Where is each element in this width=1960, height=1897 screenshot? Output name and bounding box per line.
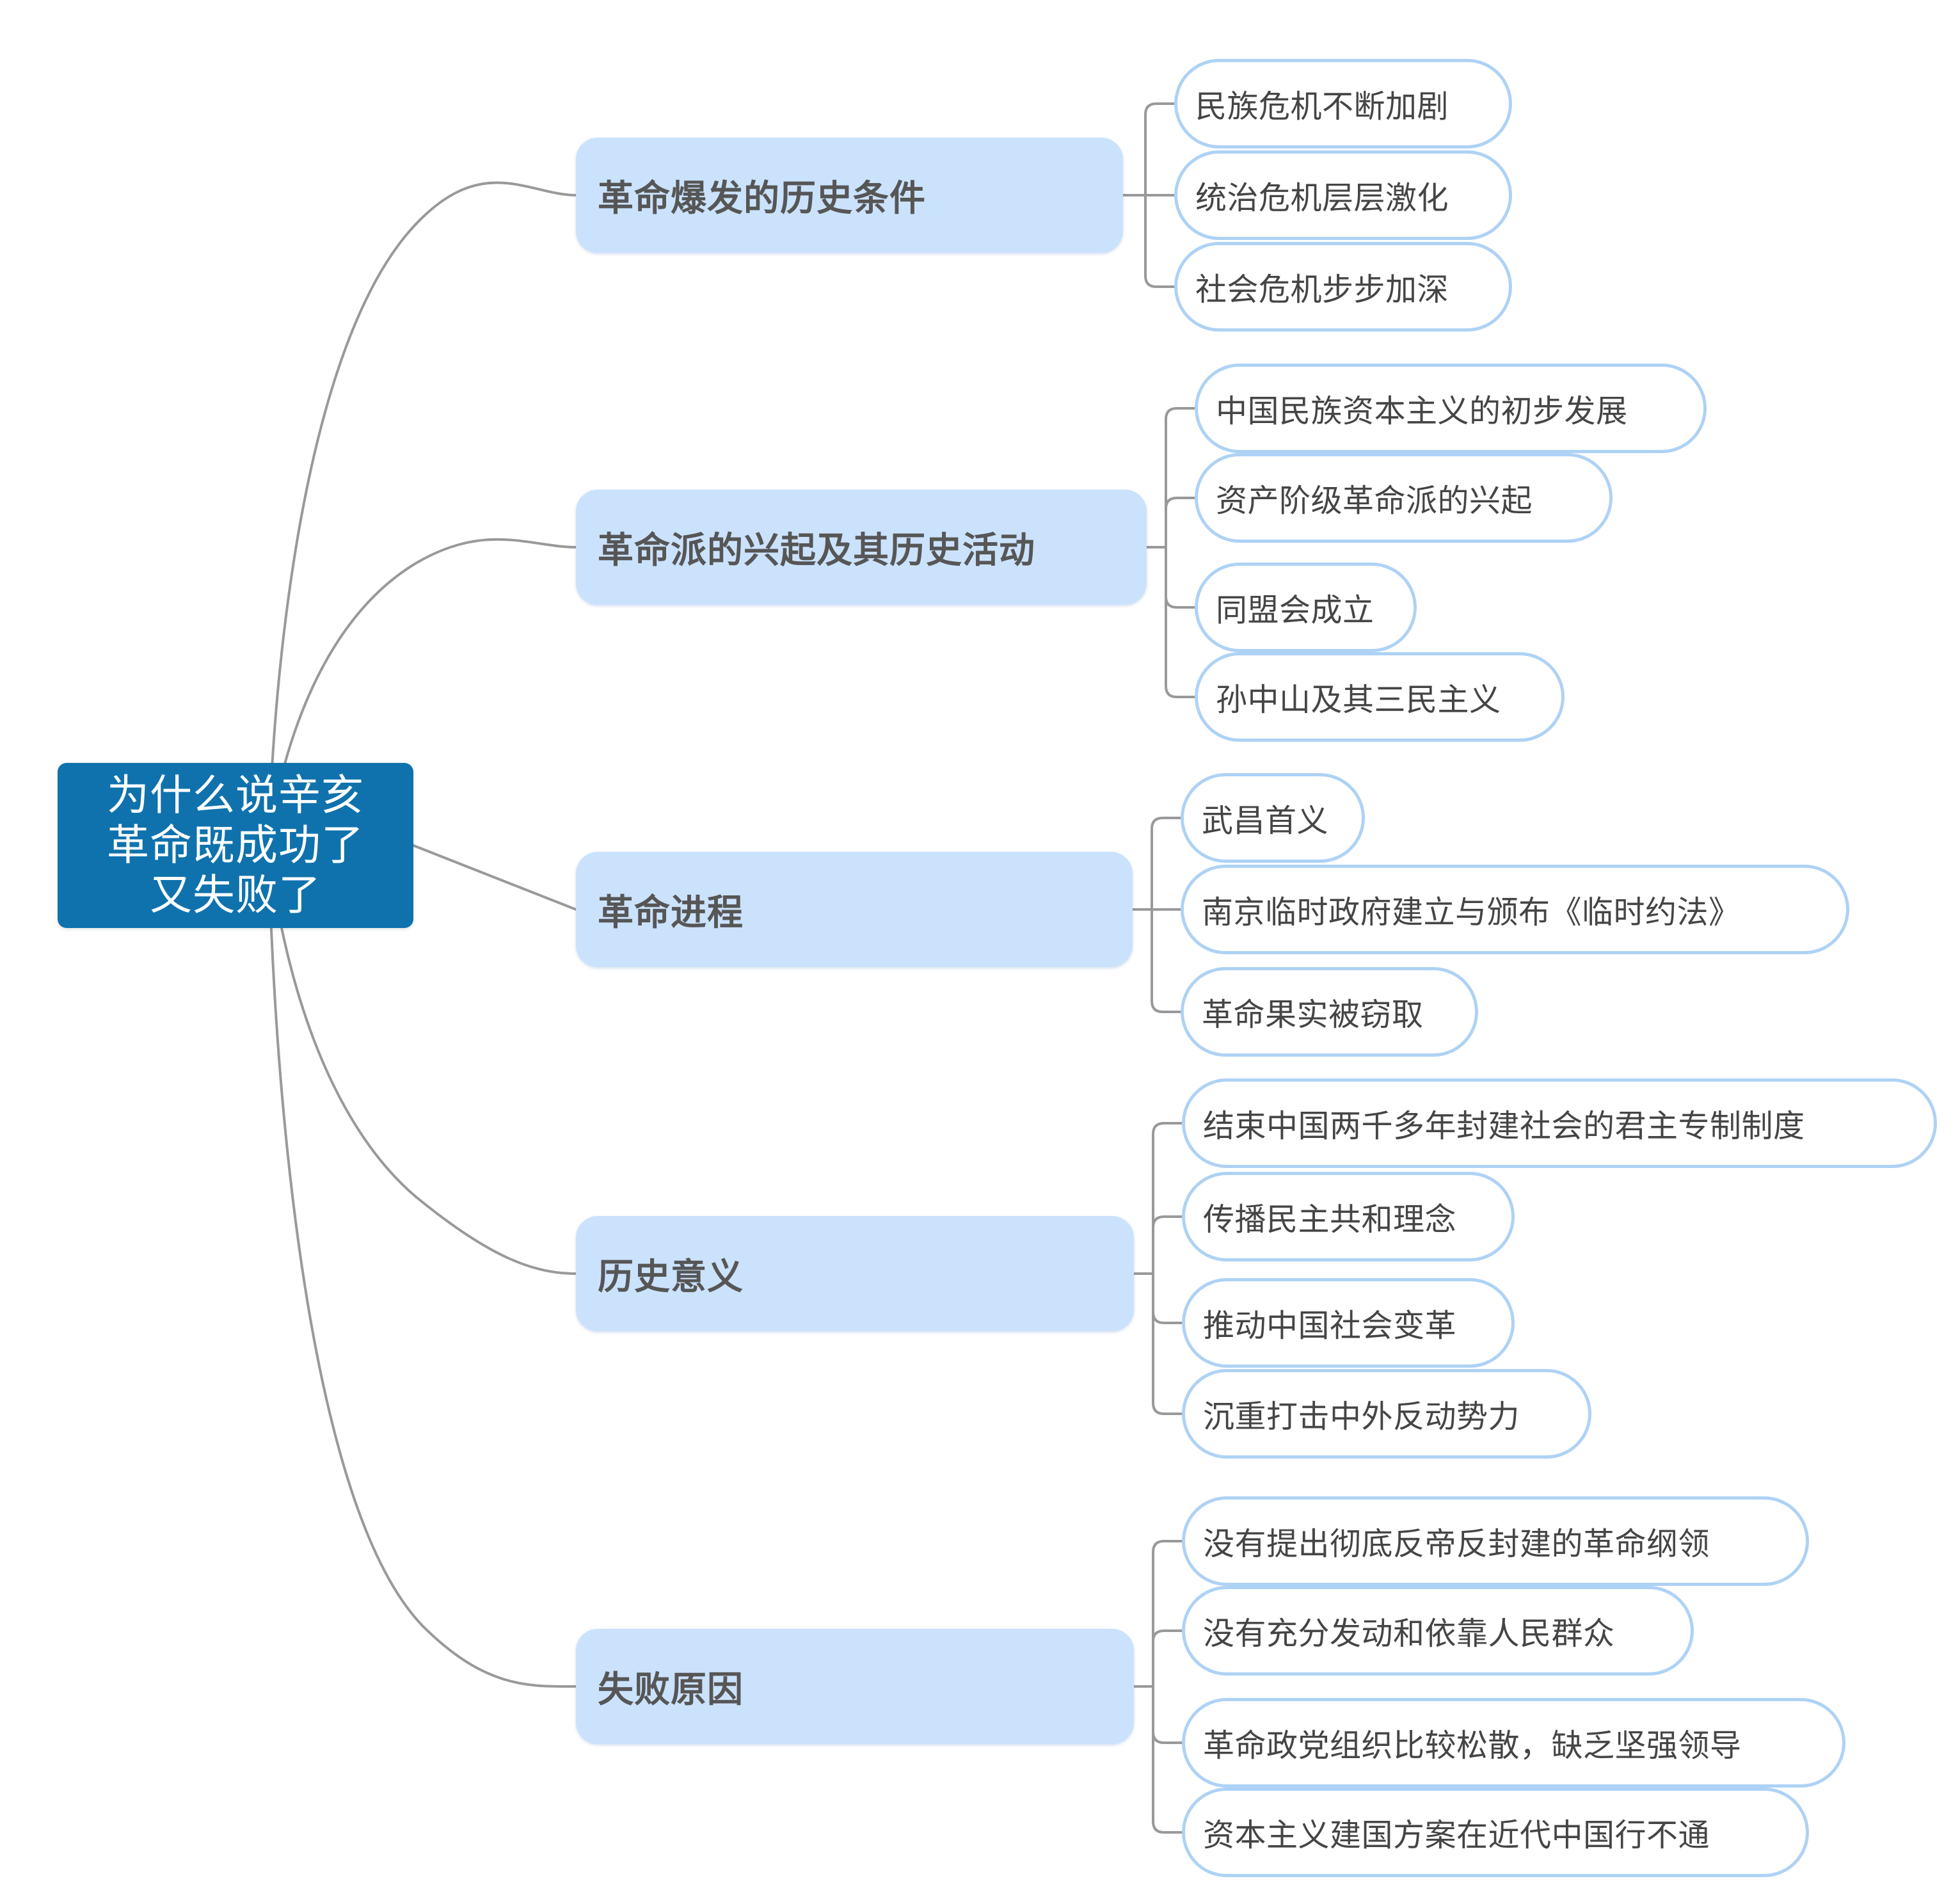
leaf-node-1-2[interactable]: 统治危机层层激化 <box>1174 150 1512 240</box>
connector-branch1-leaf-3 <box>1144 194 1175 288</box>
leaf-node-1-2-label: 统治危机层层激化 <box>1195 180 1449 216</box>
leaf-node-2-4[interactable]: 孙中山及其三民主义 <box>1195 652 1565 742</box>
leaf-node-4-1[interactable]: 结束中国两千多年封建社会的君主专制制度 <box>1182 1078 1937 1168</box>
leaf-node-2-1[interactable]: 中国民族资本主义的初步发展 <box>1195 364 1707 453</box>
branch-node-3[interactable]: 革命进程 <box>576 852 1133 967</box>
branch-node-5[interactable]: 失败原因 <box>576 1629 1134 1744</box>
leaf-node-3-3[interactable]: 革命果实被窃取 <box>1181 967 1478 1057</box>
connector-branch4-leaf-4 <box>1152 1272 1183 1415</box>
connector-root-branch-5 <box>267 844 577 1688</box>
leaf-node-1-3-label: 社会危机步步加深 <box>1195 272 1449 307</box>
leaf-node-3-2[interactable]: 南京临时政府建立与颁布《临时约法》 <box>1181 865 1849 954</box>
leaf-node-2-3-label: 同盟会成立 <box>1216 593 1374 628</box>
leaf-node-4-3[interactable]: 推动中国社会变革 <box>1182 1278 1515 1368</box>
connector-branch5-leaf-1 <box>1152 1540 1183 1688</box>
branch-node-2[interactable]: 革命派的兴起及其历史活动 <box>576 490 1147 605</box>
connector-branch5-leaf-2 <box>1152 1629 1183 1688</box>
leaf-node-3-1-label: 武昌首义 <box>1202 803 1329 838</box>
branch-node-4-label: 历史意义 <box>598 1256 744 1297</box>
leaf-node-2-1-label: 中国民族资本主义的初步发展 <box>1216 394 1628 429</box>
leaf-node-4-2[interactable]: 传播民主共和理念 <box>1182 1172 1515 1261</box>
branch-node-3-label: 革命进程 <box>598 892 744 932</box>
connector-branch2-leaf-4 <box>1165 546 1196 698</box>
connector-branch2-leaf-3 <box>1165 546 1196 609</box>
leaf-node-5-2-label: 没有充分发动和依靠人民群众 <box>1203 1616 1615 1651</box>
connector-branch5-leaf-3 <box>1152 1685 1183 1744</box>
connector-root-branch-3 <box>412 844 577 911</box>
branch-node-1[interactable]: 革命爆发的历史条件 <box>576 138 1123 253</box>
leaf-node-5-1-label: 没有提出彻底反帝反封建的革命纲领 <box>1203 1526 1710 1562</box>
connector-branch2-leaf-1 <box>1165 407 1196 548</box>
connector-branch3-leaf-1 <box>1151 817 1182 911</box>
connector-branch2-leaf-2 <box>1165 497 1196 548</box>
leaf-node-2-2-label: 资产阶级革命派的兴起 <box>1216 483 1533 518</box>
leaf-node-2-3[interactable]: 同盟会成立 <box>1195 563 1417 652</box>
leaf-node-4-2-label: 传播民主共和理念 <box>1203 1202 1457 1237</box>
connector-branch4-leaf-1 <box>1152 1122 1183 1275</box>
connector-branch4-leaf-3 <box>1152 1272 1183 1324</box>
branch-node-1-label: 革命爆发的历史条件 <box>598 177 926 218</box>
leaf-node-2-2[interactable]: 资产阶级革命派的兴起 <box>1195 453 1613 543</box>
branch-node-4[interactable]: 历史意义 <box>576 1216 1134 1331</box>
leaf-node-1-3[interactable]: 社会危机步步加深 <box>1174 242 1512 332</box>
connector-branch1-leaf-1 <box>1144 102 1175 196</box>
leaf-node-1-1[interactable]: 民族危机不断加剧 <box>1174 59 1512 148</box>
leaf-node-5-4[interactable]: 资本主义建国方案在近代中国行不通 <box>1182 1788 1809 1877</box>
root-node[interactable]: 为什么说辛亥 革命既成功了 又失败了 <box>58 763 413 928</box>
root-node-label: 为什么说辛亥 革命既成功了 又失败了 <box>107 771 364 918</box>
leaf-node-5-2[interactable]: 没有充分发动和依靠人民群众 <box>1182 1586 1694 1676</box>
connector-branch3-leaf-3 <box>1151 908 1182 1013</box>
leaf-node-4-4-label: 沉重打击中外反动势力 <box>1203 1399 1520 1434</box>
leaf-node-3-2-label: 南京临时政府建立与颁布《临时约法》 <box>1202 895 1741 930</box>
branch-node-2-label: 革命派的兴起及其历史活动 <box>598 529 1035 570</box>
leaf-node-4-1-label: 结束中国两千多年封建社会的君主专制制度 <box>1203 1109 1805 1144</box>
leaf-node-1-1-label: 民族危机不断加剧 <box>1195 89 1449 124</box>
branch-node-5-label: 失败原因 <box>598 1669 744 1709</box>
connector-root-branch-1 <box>267 181 577 846</box>
leaf-node-2-4-label: 孙中山及其三民主义 <box>1216 682 1501 717</box>
leaf-node-5-3-label: 革命政党组织比较松散，缺乏坚强领导 <box>1203 1728 1742 1763</box>
connector-branch5-leaf-4 <box>1152 1685 1183 1834</box>
leaf-node-5-1[interactable]: 没有提出彻底反帝反封建的革命纲领 <box>1182 1496 1809 1586</box>
leaf-node-4-4[interactable]: 沉重打击中外反动势力 <box>1182 1369 1591 1459</box>
connector-branch4-leaf-2 <box>1152 1215 1183 1275</box>
leaf-node-3-3-label: 革命果实被窃取 <box>1202 997 1424 1032</box>
leaf-node-4-3-label: 推动中国社会变革 <box>1203 1308 1457 1343</box>
leaf-node-5-4-label: 资本主义建国方案在近代中国行不通 <box>1203 1818 1710 1853</box>
leaf-node-5-3[interactable]: 革命政党组织比较松散，缺乏坚强领导 <box>1182 1698 1845 1788</box>
leaf-node-3-1[interactable]: 武昌首义 <box>1181 773 1365 863</box>
